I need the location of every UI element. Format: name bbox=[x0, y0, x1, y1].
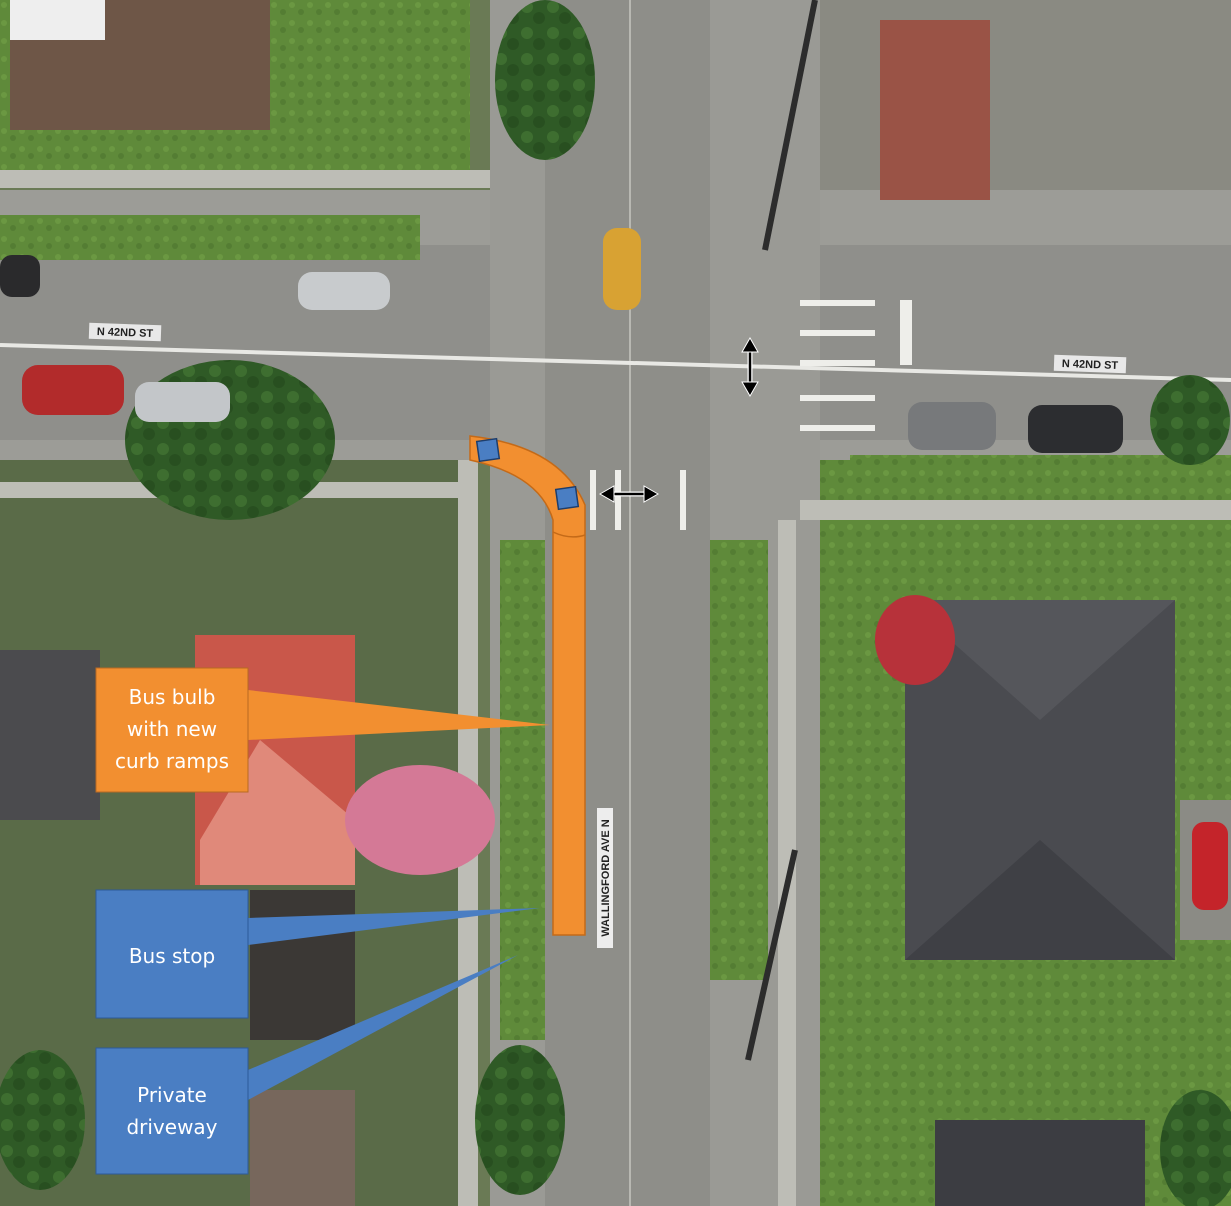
street-label-n42nd-east-text: N 42ND ST bbox=[1062, 358, 1119, 372]
planting-strip-south bbox=[850, 455, 1231, 500]
street-label-n42nd-east: N 42ND ST bbox=[1053, 354, 1127, 374]
callout-bus-stop: Bus stop bbox=[95, 889, 540, 1019]
curb-ramp-west bbox=[475, 437, 501, 463]
planting-strip-north bbox=[0, 215, 420, 260]
tree-red bbox=[875, 595, 955, 685]
callout-bus-stop-line-1: Bus stop bbox=[129, 944, 215, 968]
car-silver-2 bbox=[135, 382, 230, 422]
car-silver-west bbox=[298, 272, 390, 310]
tree-pink bbox=[345, 765, 495, 875]
car-gray-east bbox=[908, 402, 996, 450]
double-arrow-horizontal-icon bbox=[598, 485, 660, 503]
tree-north bbox=[495, 0, 595, 160]
planting-strip-east bbox=[710, 540, 768, 980]
crosswalk-east bbox=[800, 300, 912, 431]
curb-ramp-east bbox=[554, 485, 580, 511]
callout-private-driveway-line-1: Private bbox=[137, 1083, 207, 1107]
bus-bulb bbox=[469, 435, 586, 936]
sidewalk-nw bbox=[0, 170, 490, 188]
utility-pole-north bbox=[762, 0, 818, 251]
callout-bus-bulb-line-2: with new bbox=[127, 717, 217, 741]
street-label-n42nd-west-text: N 42ND ST bbox=[97, 326, 154, 340]
crosswalk-south bbox=[590, 470, 686, 530]
car-yellow bbox=[603, 228, 641, 310]
sidewalk-east bbox=[778, 520, 796, 1206]
utility-pole-south bbox=[745, 849, 798, 1061]
house-gray-west bbox=[0, 650, 100, 820]
street-label-wallingford-text: WALLINGFORD AVE N bbox=[600, 819, 612, 936]
double-arrow-vertical-icon bbox=[741, 336, 759, 398]
planter-ne bbox=[880, 20, 990, 200]
callout-private-driveway: Private driveway bbox=[95, 955, 518, 1175]
sidewalk-se bbox=[800, 500, 1231, 520]
street-label-n42nd-west: N 42ND ST bbox=[88, 322, 162, 342]
car-red-west bbox=[22, 365, 124, 415]
planting-strip-west bbox=[500, 540, 545, 1040]
n42nd-centerline bbox=[0, 343, 1231, 382]
house-dark-sw bbox=[250, 890, 355, 1040]
callout-bus-bulb: Bus bulb with new curb ramps bbox=[95, 667, 550, 793]
car-red-se bbox=[1192, 822, 1228, 910]
callout-bus-bulb-line-1: Bus bulb bbox=[129, 685, 216, 709]
car-dark-east bbox=[1028, 405, 1123, 453]
house-gray-se bbox=[935, 1120, 1145, 1206]
callout-private-driveway-line-2: driveway bbox=[126, 1115, 217, 1139]
callout-bus-bulb-line-3: curb ramps bbox=[115, 749, 229, 773]
house-tan-sw bbox=[250, 1090, 355, 1206]
street-label-wallingford: WALLINGFORD AVE N bbox=[597, 808, 613, 948]
